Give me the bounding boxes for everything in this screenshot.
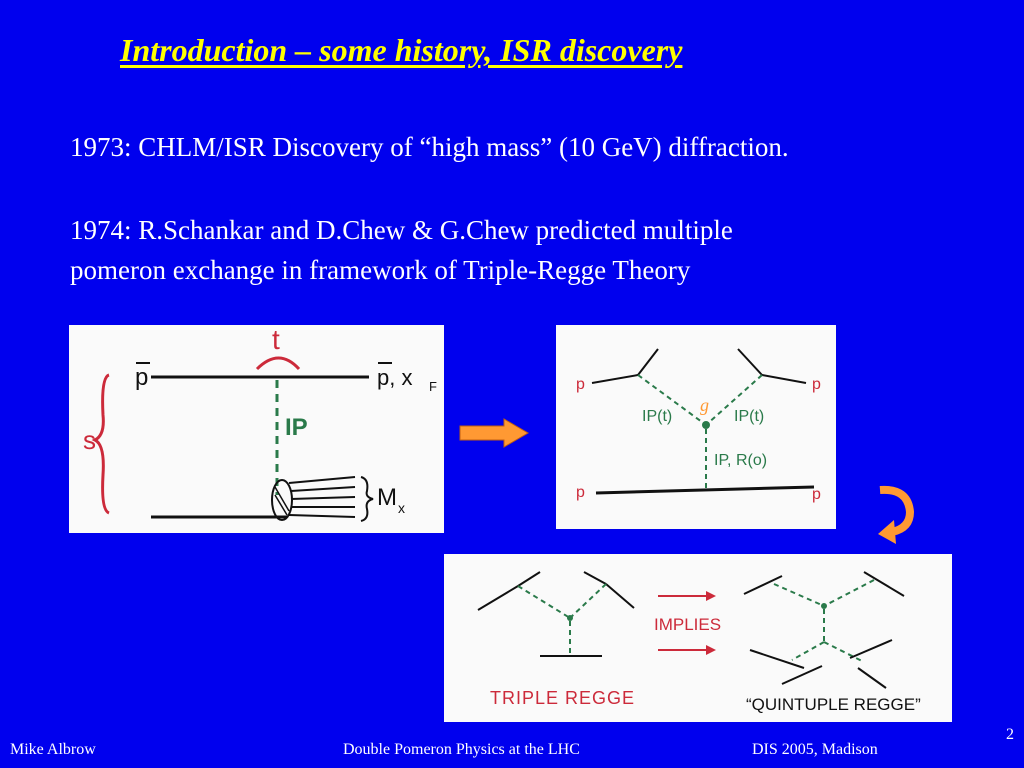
page-number: 2 [1006, 726, 1014, 743]
p-label-3: p [576, 484, 585, 501]
paragraph-1974-line2: pomeron exchange in framework of Triple-… [70, 255, 691, 285]
slide-title: Introduction – some history, ISR discove… [120, 32, 683, 68]
proton-out-label: p, x [377, 365, 412, 390]
paragraph-1973: 1973: CHLM/ISR Discovery of “high mass” … [70, 132, 789, 162]
footer-conference: DIS 2005, Madison [752, 741, 878, 758]
footer-title: Double Pomeron Physics at the LHC [343, 741, 580, 758]
p-label-2: p [812, 376, 821, 393]
ip-t-label-right: IP(t) [734, 408, 764, 425]
p-label-4: p [812, 486, 821, 503]
triple-regge-label: TRIPLE REGGE [490, 688, 635, 708]
mx-subscript: x [398, 500, 405, 516]
ip-t-label-left: IP(t) [642, 408, 672, 425]
p-label-1: p [576, 376, 585, 393]
ip-r0-label: IP, R(o) [714, 452, 767, 469]
t-label: t [272, 325, 280, 355]
proton-in-label: p [135, 364, 148, 391]
paragraph-1974-line1: 1974: R.Schankar and D.Chew & G.Chew pre… [70, 215, 733, 245]
s-label: s [83, 425, 96, 455]
pomeron-label: IP [285, 414, 308, 441]
diffraction-diagram: s t p p, x F IP M x [69, 325, 444, 533]
footer-author: Mike Albrow [10, 741, 96, 758]
xf-subscript: F [429, 379, 437, 394]
triple-regge-diagram: p p g IP(t) IP(t) IP, R(o) p p [556, 325, 836, 529]
curved-arrow-icon [874, 484, 918, 546]
implies-diagram: TRIPLE REGGE IMPLIES “QUINTUPLE REGGE” [444, 554, 952, 722]
right-arrow-icon [458, 418, 530, 448]
implies-label: IMPLIES [654, 615, 721, 634]
g-label: g [700, 395, 709, 415]
mx-label: M [377, 484, 397, 511]
quintuple-regge-label: “QUINTUPLE REGGE” [746, 695, 921, 714]
